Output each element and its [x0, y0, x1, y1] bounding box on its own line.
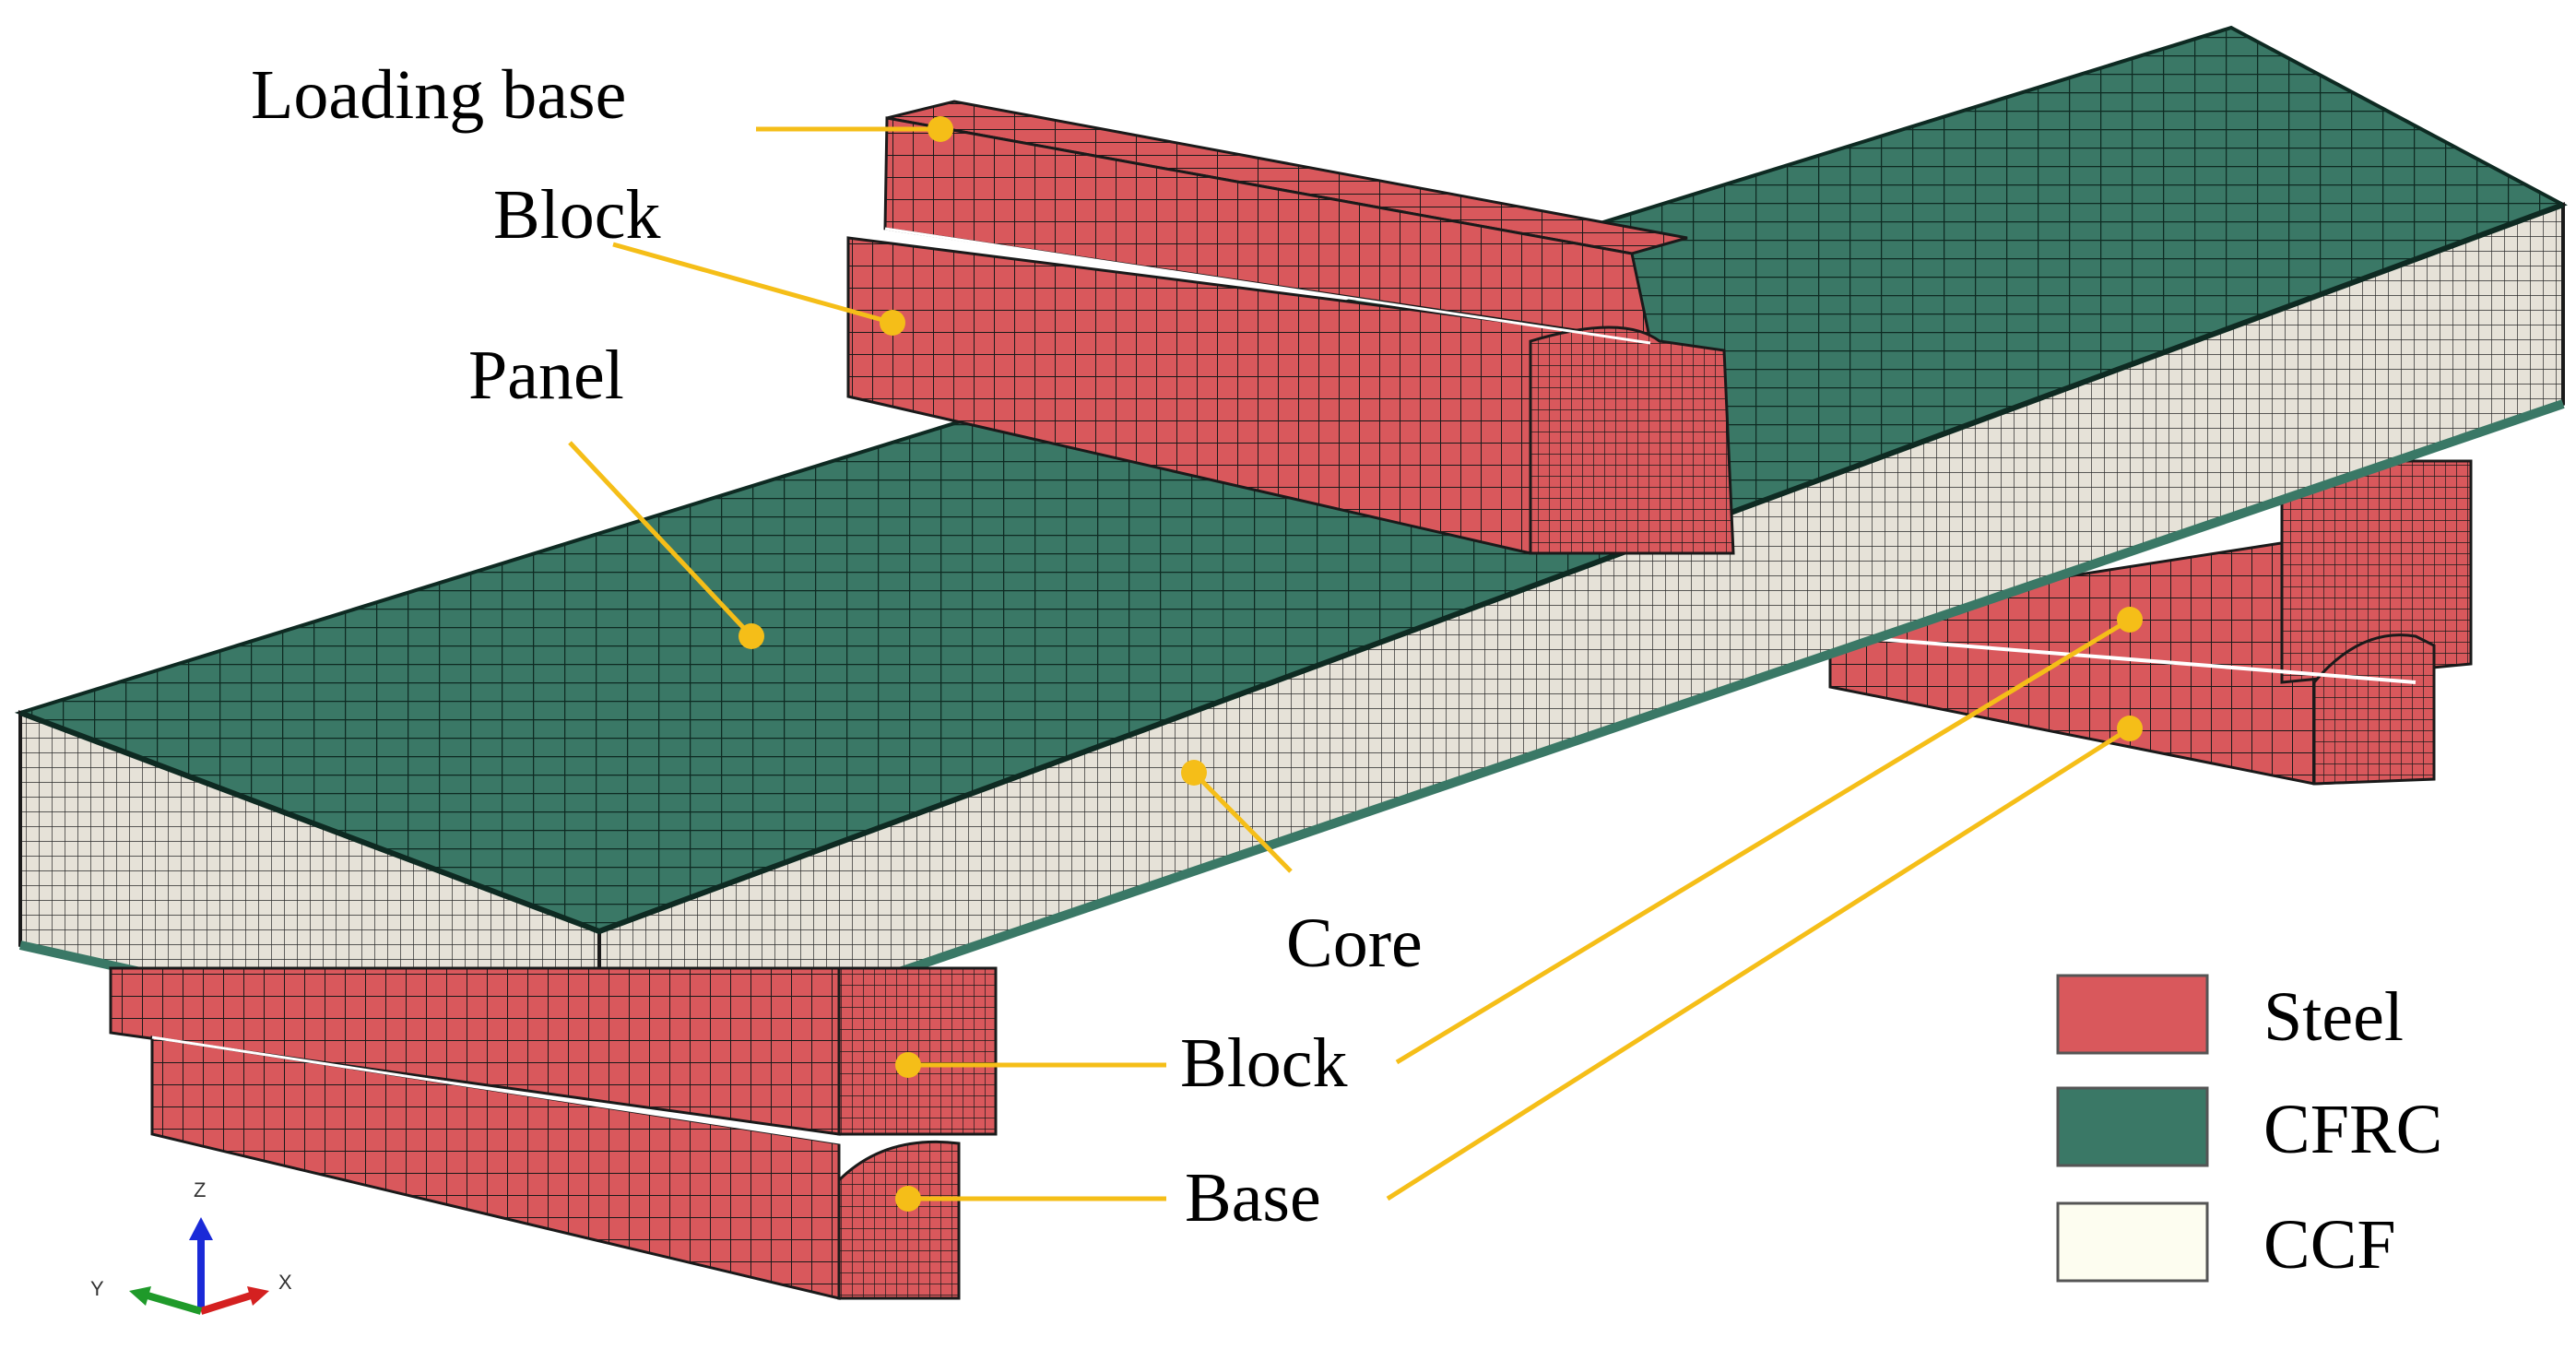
front-block-base-seam — [151, 1035, 877, 1150]
label-core: Core — [1286, 905, 1423, 982]
legend-swatch-ccf — [2056, 1201, 2209, 1283]
leader-block-top — [612, 242, 893, 325]
dot-block-top — [880, 310, 905, 336]
legend-label-ccf: CCF — [2263, 1206, 2396, 1284]
panel-top-edge — [18, 202, 2565, 935]
leader-base-back — [1386, 726, 2132, 1201]
label-block-top: Block — [493, 176, 661, 254]
loading-assembly — [846, 100, 1735, 555]
triad-y-axis — [146, 1292, 203, 1315]
legend-swatch-steel — [2056, 974, 2209, 1055]
triad-z-label: Z — [194, 1178, 206, 1201]
triad-y-label: Y — [90, 1277, 104, 1300]
top-block-end — [1529, 325, 1735, 555]
dot-panel — [739, 623, 764, 649]
dot-loading-base — [928, 116, 953, 142]
dot-base-front — [895, 1186, 921, 1212]
triad-x-arrow-icon — [247, 1286, 269, 1306]
dot-base-back — [2117, 716, 2143, 741]
back-block-base-seam — [1843, 634, 2416, 684]
dot-block-bottom-front — [895, 1052, 921, 1078]
leader-lines — [568, 126, 2132, 1201]
legend-label-steel: Steel — [2263, 978, 2404, 1056]
legend-label-cfrc: CFRC — [2263, 1091, 2442, 1168]
label-panel: Panel — [468, 337, 624, 414]
front-base-end — [837, 1140, 961, 1300]
legend-item-cfrc: CFRC — [2056, 1086, 2442, 1168]
leader-panel — [568, 441, 753, 638]
triad-z-arrow-icon — [189, 1217, 213, 1240]
axes-triad: Z Y X — [90, 1178, 292, 1315]
triad-x-axis — [199, 1292, 253, 1315]
triad-x-label: X — [278, 1271, 292, 1294]
dot-block-bottom-back — [2117, 607, 2143, 633]
leader-block-bottom-back — [1395, 617, 2132, 1065]
legend-item-ccf: CCF — [2056, 1201, 2396, 1284]
label-block-bottom: Block — [1180, 1024, 1348, 1102]
legend-item-steel: Steel — [2056, 974, 2404, 1056]
front-support — [109, 966, 998, 1300]
top-loading-block-seam — [884, 227, 1651, 345]
dot-core — [1181, 760, 1207, 786]
front-block-end — [837, 966, 998, 1136]
label-loading-base: Loading base — [251, 56, 626, 134]
legend-swatch-cfrc — [2056, 1086, 2209, 1167]
leader-core — [1192, 771, 1293, 873]
legend: Steel CFRC CCF — [2056, 974, 2442, 1284]
leader-dots — [739, 116, 2143, 1212]
label-base: Base — [1185, 1159, 1321, 1237]
triad-y-arrow-icon — [129, 1286, 151, 1306]
